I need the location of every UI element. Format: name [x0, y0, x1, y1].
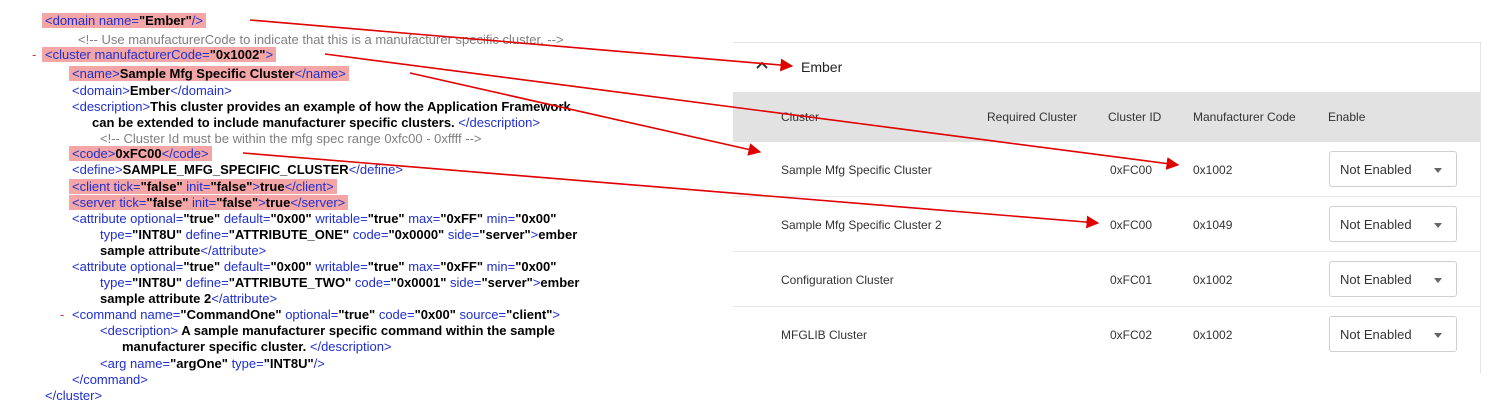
cell-cluster-name: Sample Mfg Specific Cluster 2: [781, 218, 942, 232]
enable-select-value: Not Enabled: [1340, 327, 1412, 342]
cell-manufacturer-code: 0x1002: [1193, 328, 1233, 342]
cell-cluster-name: Configuration Cluster: [781, 273, 894, 287]
chevron-up-glyph: [756, 61, 768, 69]
cell-cluster-id: 0xFC02: [1110, 328, 1153, 342]
xml-attribute-2-line-1: <attribute optional="true" default="0x00…: [72, 259, 557, 274]
xml-command-description-line-1: <description> A sample manufacturer spec…: [100, 323, 555, 338]
cell-manufacturer-code: 0x1002: [1193, 273, 1233, 287]
enable-select[interactable]: Not Enabled: [1329, 206, 1457, 242]
xml-comment-cluster-id: <!-- Cluster Id must be within the mfg s…: [100, 131, 482, 146]
column-header-manufacturer-code[interactable]: Manufacturer Code: [1193, 110, 1296, 124]
xml-server-line: <server tick="false" init="false">true</…: [69, 195, 349, 211]
domain-title: Ember: [801, 59, 843, 75]
enable-select[interactable]: Not Enabled: [1329, 261, 1457, 297]
enable-select[interactable]: Not Enabled: [1329, 316, 1457, 352]
table-header: Cluster Required Cluster Cluster ID Manu…: [733, 92, 1480, 142]
cell-manufacturer-code: 0x1049: [1193, 218, 1233, 232]
enable-select-value: Not Enabled: [1340, 162, 1412, 177]
xml-attribute-1-line-2: type="INT8U" define="ATTRIBUTE_ONE" code…: [100, 227, 578, 242]
xml-description-line-2: can be extended to include manufacturer …: [92, 115, 540, 130]
table-row: Configuration Cluster 0xFC01 0x1002 Not …: [733, 252, 1480, 307]
xml-command-close: </command>: [72, 372, 148, 387]
xml-description-line-1: <description>This cluster provides an ex…: [72, 99, 571, 114]
caret-down-icon: [1434, 278, 1442, 283]
table-row: Sample Mfg Specific Cluster 2 0xFC00 0x1…: [733, 197, 1480, 252]
xml-attribute-2-line-3: sample attribute 2</attribute>: [100, 291, 278, 306]
xml-cluster-close: </cluster>: [45, 388, 103, 403]
xml-client-line: <client tick="false" init="false">true</…: [69, 179, 337, 195]
xml-command-description-line-2: manufacturer specific cluster. </descrip…: [122, 339, 392, 354]
xml-name-line: <name>Sample Mfg Specific Cluster</name>: [69, 66, 349, 82]
xml-source-view: <domain name="Ember"/> <!-- Use manufact…: [0, 0, 715, 413]
xml-comment-manufacturer: <!-- Use manufacturerCode to indicate th…: [78, 32, 564, 47]
panel-right-divider: [1480, 42, 1481, 373]
caret-down-icon: [1434, 223, 1442, 228]
xml-attribute-1-line-1: <attribute optional="true" default="0x00…: [72, 211, 557, 226]
enable-select[interactable]: Not Enabled: [1329, 151, 1457, 187]
cluster-config-panel: Ember Cluster Required Cluster Cluster I…: [733, 42, 1481, 373]
xml-define-line: <define>SAMPLE_MFG_SPECIFIC_CLUSTER</def…: [72, 162, 403, 177]
cell-cluster-name: MFGLIB Cluster: [781, 328, 868, 342]
chevron-up-icon[interactable]: [753, 56, 771, 74]
cell-cluster-id: 0xFC00: [1110, 218, 1153, 232]
xml-domain-line: <domain name="Ember"/>: [42, 13, 206, 29]
column-header-enable[interactable]: Enable: [1328, 110, 1366, 124]
cell-cluster-id: 0xFC00: [1110, 163, 1153, 177]
xml-arg-line: <arg name="argOne" type="INT8U"/>: [100, 356, 325, 371]
panel-top-divider: [733, 42, 1481, 43]
caret-down-icon: [1434, 333, 1442, 338]
table-row: MFGLIB Cluster 0xFC02 0x1002 Not Enabled: [733, 307, 1480, 361]
enable-select-value: Not Enabled: [1340, 217, 1412, 232]
xml-attribute-2-line-2: type="INT8U" define="ATTRIBUTE_TWO" code…: [100, 275, 580, 290]
xml-domain-tag-line: <domain>Ember</domain>: [72, 83, 232, 98]
xml-command-line: <command name="CommandOne" optional="tru…: [72, 307, 560, 322]
cluster-collapse-toggle[interactable]: -: [32, 47, 37, 62]
enable-select-value: Not Enabled: [1340, 272, 1412, 287]
cell-manufacturer-code: 0x1002: [1193, 163, 1233, 177]
command-collapse-toggle[interactable]: -: [60, 307, 65, 322]
column-header-required-cluster[interactable]: Required Cluster: [987, 110, 1078, 124]
xml-attribute-1-line-3: sample attribute</attribute>: [100, 243, 267, 258]
column-header-cluster-id[interactable]: Cluster ID: [1108, 110, 1162, 124]
xml-cluster-line: <cluster manufacturerCode="0x1002">: [42, 47, 277, 63]
column-header-cluster[interactable]: Cluster: [781, 110, 820, 124]
table-row: Sample Mfg Specific Cluster 0xFC00 0x100…: [733, 142, 1480, 197]
cell-cluster-name: Sample Mfg Specific Cluster: [781, 163, 932, 177]
xml-code-line: <code>0xFC00</code>: [69, 146, 212, 162]
cell-cluster-id: 0xFC01: [1110, 273, 1153, 287]
caret-down-icon: [1434, 168, 1442, 173]
